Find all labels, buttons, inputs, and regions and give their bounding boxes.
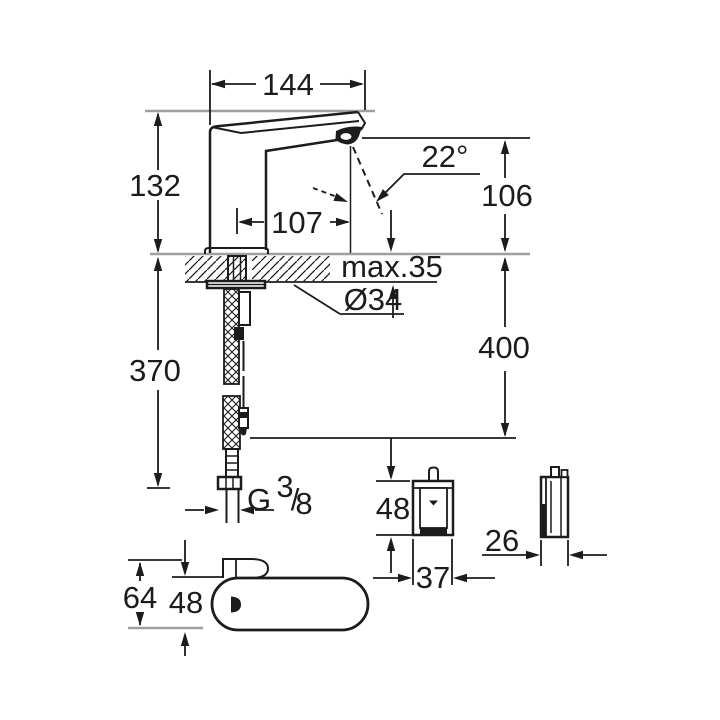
control-box-side-view — [539, 466, 570, 539]
ferrule-lines — [226, 455, 238, 471]
dim-box-width: 37 — [373, 539, 495, 595]
box-side-clip-2 — [560, 469, 569, 478]
dim-stream-angle: 22° — [312, 139, 480, 215]
valve-tube — [238, 291, 251, 326]
spout-tip-edge — [357, 111, 367, 131]
dim-label-body-height: 132 — [129, 168, 181, 203]
dim-label-top-view-body-height: 48 — [169, 585, 203, 620]
base-escutcheon — [204, 247, 269, 254]
dim-label-box-depth: 26 — [485, 523, 519, 558]
box-logo-mark — [429, 500, 438, 506]
dim-connection-height: 400 — [250, 257, 530, 439]
dim-label-connection-height: 400 — [478, 330, 530, 365]
water-stream-dashed-line — [352, 146, 383, 215]
aerator-outlet — [340, 133, 352, 140]
g38-union-nut — [216, 475, 243, 491]
thread-denominator: 8 — [295, 486, 312, 521]
thread-numerator: 3 — [276, 469, 293, 504]
sensor-beam-leader — [312, 187, 341, 199]
faucet-side-view — [204, 110, 367, 254]
deck-hatch-right — [252, 256, 330, 281]
faucet-top-view — [210, 558, 370, 632]
dim-label-stream-angle: 22° — [422, 139, 469, 174]
dim-label-spout-length: 144 — [262, 67, 314, 102]
deck-cross-section — [185, 256, 437, 283]
box-front-bottom-band — [420, 528, 447, 534]
box-side-dark-strip — [541, 504, 546, 537]
dim-hose-length: 370 — [129, 257, 181, 489]
dim-label-hole-diameter: Ø34 — [344, 282, 403, 317]
dim-label-spout-projection: 107 — [271, 205, 323, 240]
box-front-inner — [419, 487, 448, 529]
box-outlet-nipple — [428, 466, 439, 481]
deck-hatch-left — [185, 256, 228, 281]
box-side-clip — [550, 466, 560, 478]
spout-inner-top-line — [213, 120, 360, 135]
dim-label-hose-length: 370 — [129, 353, 181, 388]
dim-label-box-height: 48 — [376, 491, 410, 526]
top-view-spout-end — [222, 558, 270, 579]
dim-box-depth: 26 — [482, 523, 607, 566]
spout-underside-outline — [264, 138, 338, 250]
nut-facets — [225, 477, 234, 489]
cable-plug-tip — [240, 428, 247, 436]
dim-body-height: 132 — [129, 112, 181, 253]
supply-pipe — [225, 489, 240, 523]
hose-clamp — [234, 327, 244, 340]
dim-spout-length: 144 — [209, 67, 366, 125]
thread-slash: / — [291, 482, 300, 517]
threaded-shank — [227, 255, 247, 282]
top-view-body — [210, 576, 370, 632]
thread-g: G — [247, 482, 271, 517]
braided-hose-lower — [222, 395, 241, 450]
dim-hole-diameter: Ø34 — [293, 282, 404, 317]
dim-label-top-view-height: 64 — [123, 580, 157, 615]
top-view-sensor-dot — [231, 596, 241, 613]
dim-label-box-width: 37 — [416, 560, 450, 595]
faucet-back-and-top-outline — [208, 110, 359, 253]
reference-lines — [128, 109, 530, 630]
dim-top-view-body-height: 48 — [169, 540, 222, 656]
dim-label-deck-thickness: max.35 — [341, 249, 443, 284]
dim-deck-thickness: max.35 — [341, 210, 443, 318]
dim-top-view-height: 64 — [123, 559, 182, 626]
dim-label-outlet-height: 106 — [481, 178, 533, 213]
dim-spout-projection: 107 — [236, 146, 352, 253]
cable-plug-band — [239, 412, 248, 418]
below-deck-assembly — [205, 255, 267, 523]
control-box-front-view — [411, 466, 455, 537]
dim-outlet-height: 106 — [362, 137, 533, 252]
dim-box-height: 48 — [376, 438, 420, 573]
